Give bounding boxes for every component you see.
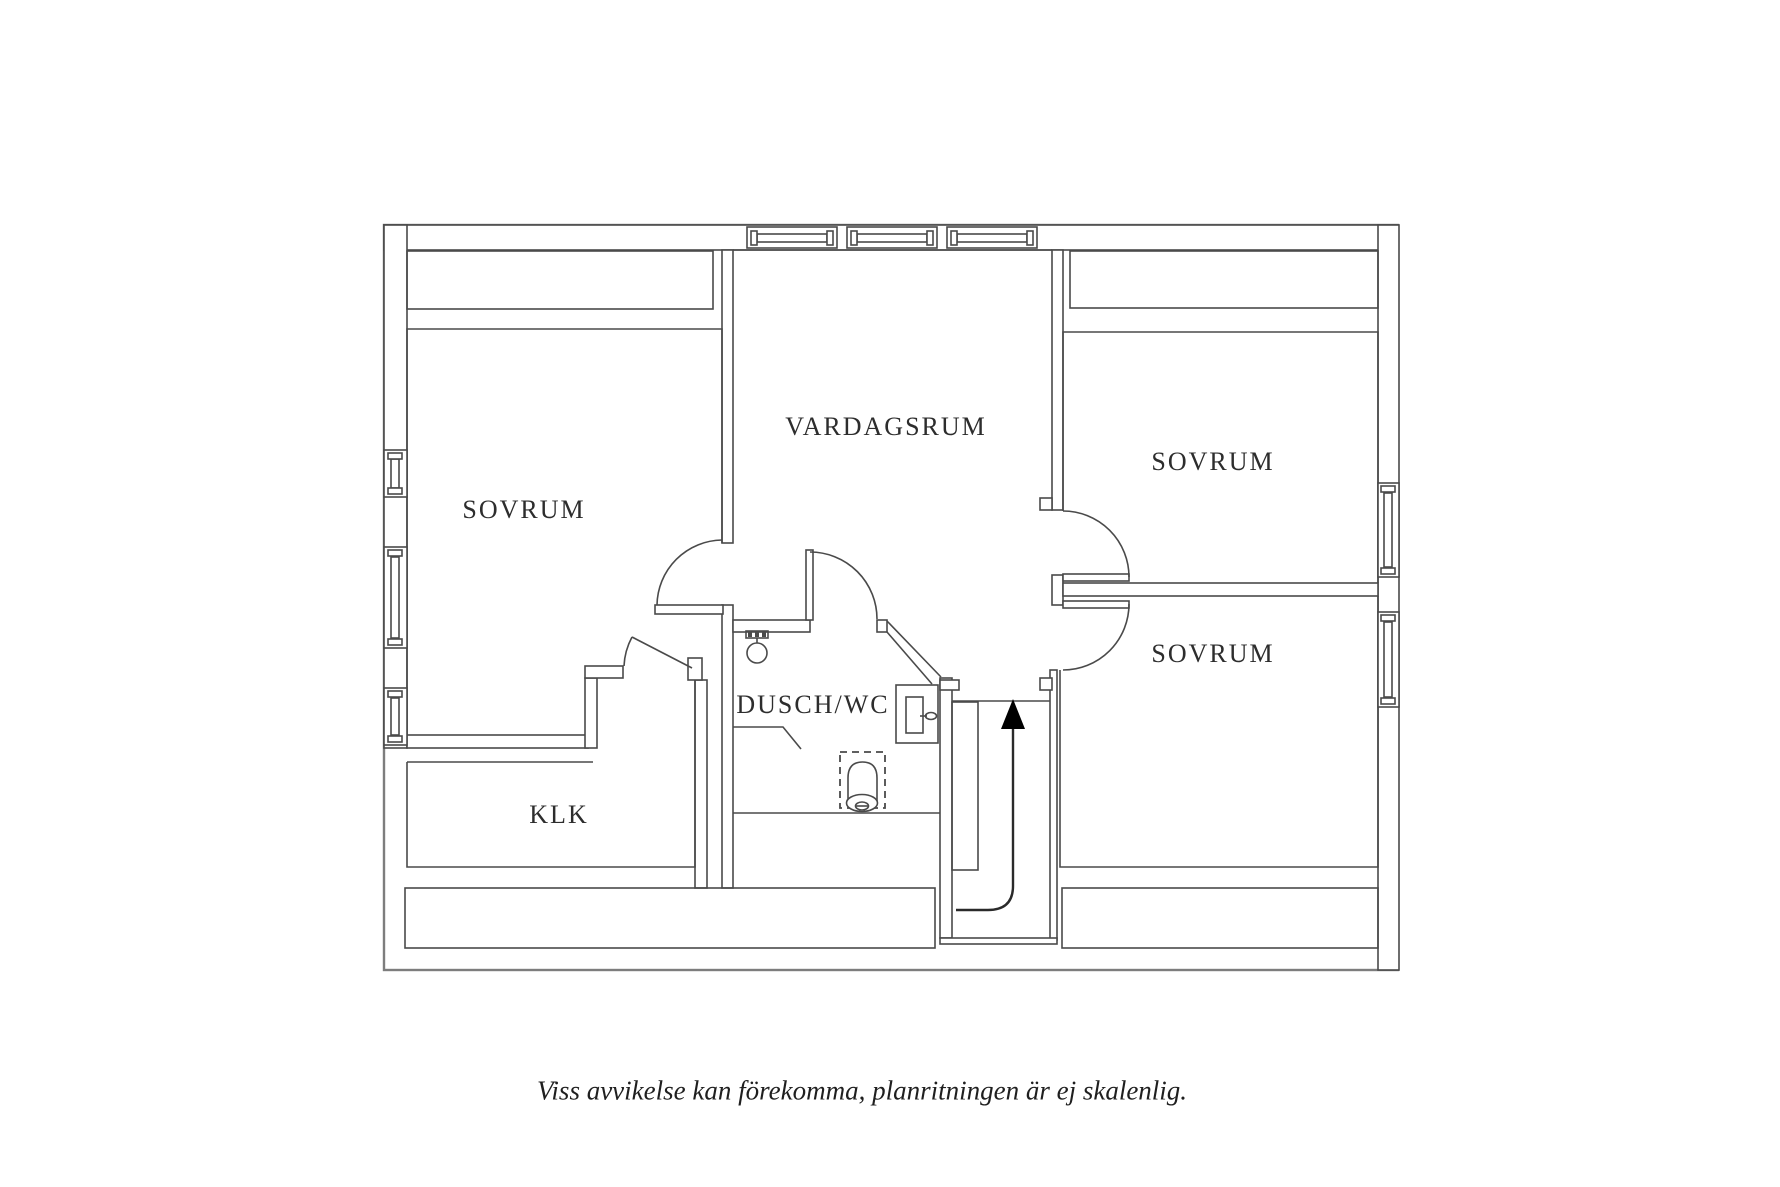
window-icon <box>383 687 408 746</box>
wall-hall-right-upper <box>1051 249 1064 511</box>
windows-right <box>1377 482 1400 708</box>
door-arc <box>809 551 878 620</box>
bottom-recess-left <box>404 887 936 949</box>
closet-top-left <box>406 250 714 310</box>
door-jamb-stub-upper <box>1039 497 1053 511</box>
door-arc <box>1062 510 1130 578</box>
room-label-vardagsrum: VARDAGSRUM <box>785 412 987 441</box>
window-icon <box>1377 482 1400 578</box>
door-leaf <box>631 636 693 669</box>
klk-outline <box>406 680 696 868</box>
closet-top-right <box>1069 250 1379 309</box>
right-wall <box>1377 224 1400 971</box>
window-icon <box>383 546 408 649</box>
stairs-up-arrow-line <box>956 728 1015 912</box>
diagonal-wall-outer <box>886 620 942 678</box>
window-icon <box>1377 611 1400 708</box>
washer-icon <box>895 684 939 744</box>
stairs-up-arrow-head <box>1001 699 1025 729</box>
room-label-sovrum-bottom-right: SOVRUM <box>1151 639 1275 668</box>
room-label-dusch-wc: DUSCH/WC <box>736 690 890 719</box>
window-icon <box>846 226 938 249</box>
stair-bottom-wall <box>939 937 1058 945</box>
door-leaf <box>1062 600 1130 609</box>
door-jamb-stub-lower <box>1039 677 1053 691</box>
toilet-icon <box>839 751 886 813</box>
stairs <box>951 699 1050 912</box>
partition-jamb-right <box>1051 574 1064 606</box>
door-dusch-wc <box>805 549 878 621</box>
window-icon <box>946 226 1038 249</box>
sovrum-left-bottom-wall <box>406 734 589 749</box>
stair-left-wall <box>939 677 953 939</box>
washbasin-icon <box>745 630 769 664</box>
klk-right-wall <box>694 679 708 889</box>
door-leaf <box>1062 573 1130 582</box>
partition-right-bedrooms <box>1062 582 1379 597</box>
vestibule-right-jamb <box>687 657 703 681</box>
door-leaf <box>654 604 724 615</box>
bottom-recess-right <box>1061 887 1379 949</box>
door-arc <box>1062 603 1130 671</box>
walls <box>383 224 1400 971</box>
windows-left <box>383 449 408 746</box>
windows-top <box>746 226 1038 249</box>
door-vestibule <box>623 636 693 669</box>
bathroom-fixtures <box>745 630 939 813</box>
vestibule-step-wall <box>584 677 598 749</box>
sovrum-bottom-right-outline <box>1059 596 1379 868</box>
door-sovrum-bottom-right <box>1062 600 1130 671</box>
disclaimer-caption: Viss avvikelse kan förekomma, planritnin… <box>536 1075 1188 1106</box>
door-sovrum-left <box>654 539 724 615</box>
storage-recesses <box>404 250 1379 949</box>
dusch-top-wall <box>732 619 811 633</box>
wall-klk-dusch <box>721 604 734 889</box>
stair-wall-notch <box>939 679 960 691</box>
window-icon <box>383 449 408 498</box>
wall-hall-right-lower <box>1049 669 1058 941</box>
door-sovrum-top-right <box>1062 510 1130 582</box>
outer-boundary <box>382 223 1400 972</box>
vestibule-left-jamb <box>584 665 624 679</box>
room-outlines <box>406 249 1379 868</box>
door-leaf <box>805 549 814 621</box>
room-label-sovrum-left: SOVRUM <box>462 495 586 524</box>
room-label-sovrum-top-right: SOVRUM <box>1151 447 1275 476</box>
sovrum-left-outline <box>406 328 723 735</box>
doors <box>623 510 1130 671</box>
door-arc <box>656 539 723 606</box>
diagonal-wall-inner <box>886 631 933 685</box>
sovrum-top-right-outline <box>1062 331 1379 583</box>
door-arc <box>623 636 633 667</box>
stair-flight-box <box>951 701 979 871</box>
window-icon <box>746 226 838 249</box>
dusch-corner-stub <box>733 726 802 750</box>
wall-sovrum-vardagsrum <box>721 249 734 544</box>
dusch-door-jamb <box>876 619 888 633</box>
room-label-klk: KLK <box>529 800 589 829</box>
